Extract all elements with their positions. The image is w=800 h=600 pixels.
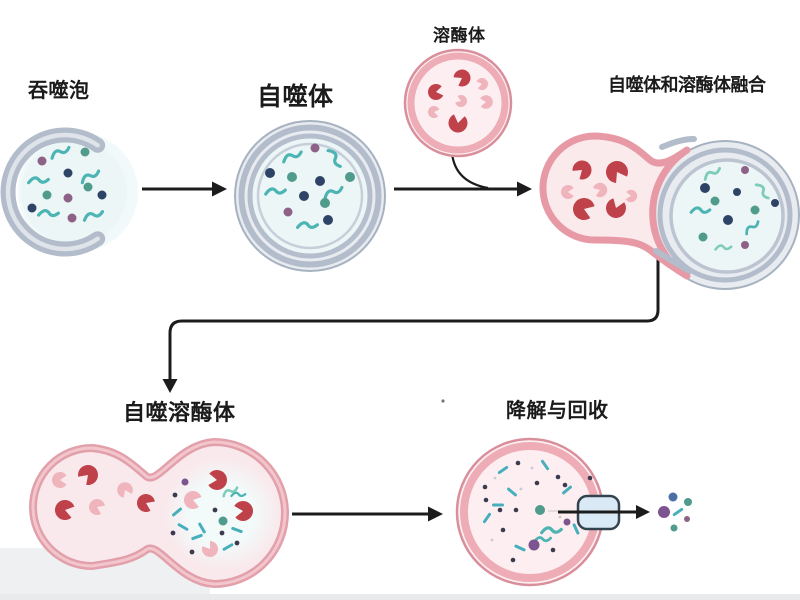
recycling-label: 降解与回收	[506, 400, 609, 422]
recycling-vesicle-illustration	[455, 437, 650, 587]
recycling-degraded-contents	[482, 459, 593, 563]
phagophore-lumen	[21, 139, 127, 245]
lysosome-merge-curve	[450, 152, 489, 190]
autophagosome-inner-membrane	[247, 133, 373, 259]
arrow-phagophore-to-autophagosome	[142, 181, 227, 197]
arrow-autolysosome-to-recycling	[292, 506, 443, 522]
fusion-illustration	[539, 132, 800, 290]
phagophore-illustration	[0, 127, 138, 257]
autolysosome-debris	[170, 478, 247, 555]
lysosome-illustration	[403, 48, 513, 158]
autolysosome-illustration	[29, 438, 289, 588]
autolysosome-digest-zone	[164, 458, 280, 570]
fusion-label: 自噬体和溶酶体融合	[608, 75, 766, 95]
autophagosome-label: 自噬体	[257, 83, 334, 111]
stray-speck	[441, 399, 445, 403]
arrow-autophagosome-to-fusion	[394, 152, 532, 197]
phagophore-cargo	[27, 145, 107, 223]
released-molecules	[658, 492, 692, 532]
elbow-arrow-fusion-to-autolysosome	[162, 252, 660, 393]
autophagosome-cargo	[264, 143, 355, 233]
autophagosome-illustration	[234, 120, 386, 272]
lysosome-label: 溶酶体	[433, 26, 486, 45]
phagophore-label: 吞噬泡	[28, 80, 90, 102]
arrow-through-channel	[558, 505, 650, 519]
autolysosome-label: 自噬溶酶体	[123, 400, 236, 425]
fusion-cargo	[689, 166, 779, 253]
